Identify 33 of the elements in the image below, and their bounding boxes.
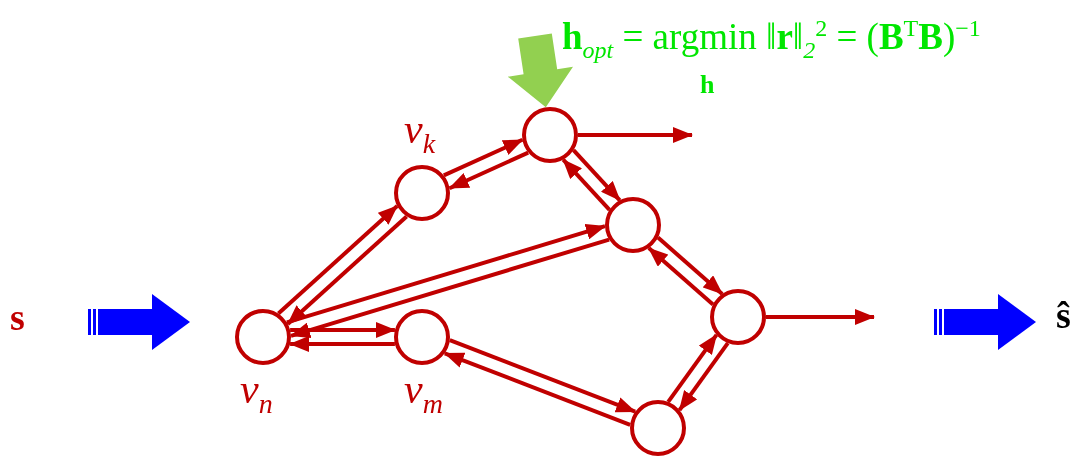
arrow <box>656 236 724 296</box>
arrow <box>277 204 399 316</box>
arrow <box>677 341 730 412</box>
arrow <box>289 336 395 352</box>
node-label: v$_{n}$ <box>240 368 273 418</box>
arrow <box>507 33 573 108</box>
arrow <box>572 148 622 202</box>
signal-label: s <box>10 298 25 336</box>
arrow <box>290 237 610 338</box>
node-label: v$_{m}$ <box>404 368 443 418</box>
node-circle <box>710 289 766 345</box>
arrow <box>666 333 719 404</box>
arrow <box>286 224 606 325</box>
output-signal-label: ŝ <box>1056 296 1071 334</box>
node-circle <box>394 309 450 365</box>
node-circle <box>394 165 450 221</box>
formula-subscript: h <box>700 72 715 98</box>
arrow <box>578 127 693 143</box>
formula: h$_{opt}$ = argmin ‖r‖$_{2}$$^{2}$ = (B$^{T}$B)$^{−1}$ <box>562 14 981 65</box>
arrow <box>561 158 611 212</box>
node-circle <box>522 107 578 163</box>
arrow <box>647 246 715 306</box>
node-label: v$_{k}$ <box>404 108 436 158</box>
arrow <box>449 338 637 414</box>
arrow <box>286 214 408 326</box>
arrow <box>766 309 875 325</box>
node-circle <box>605 197 661 253</box>
arrow <box>448 150 530 191</box>
arrow <box>442 137 524 178</box>
arrow <box>443 351 631 427</box>
node-circle <box>630 400 686 456</box>
node-circle <box>235 309 291 365</box>
arrow <box>290 322 396 338</box>
